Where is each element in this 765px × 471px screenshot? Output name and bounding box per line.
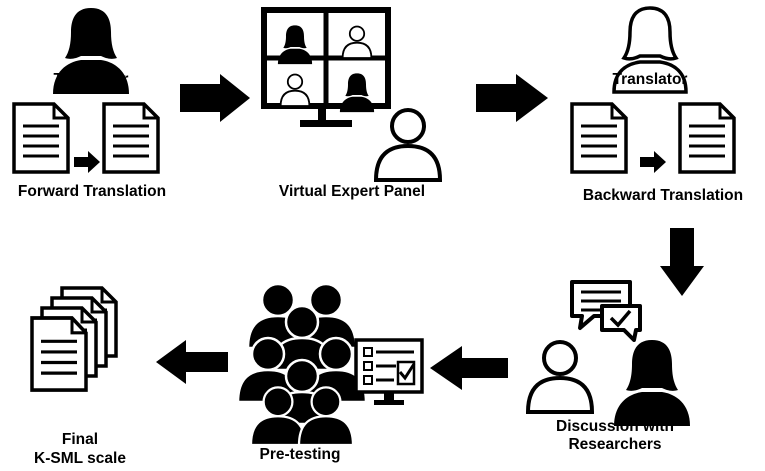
arrow-left-icon [430, 346, 508, 390]
document-stack-icon [30, 286, 118, 392]
document-icon [102, 102, 160, 174]
document-icon [678, 102, 736, 174]
virtual-expert-panel-label: Virtual Expert Panel [278, 183, 426, 200]
final-label-line1: Final [61, 431, 99, 448]
document-icon [12, 102, 70, 174]
pretesting-label: Pre-testing [259, 446, 341, 463]
small-arrow-right-icon [640, 151, 666, 173]
discussion-label-line2: Researchers [568, 436, 662, 453]
video-conference-monitor-icon [261, 7, 391, 127]
small-arrow-right-icon [74, 151, 100, 173]
chat-bubbles-icon [570, 280, 642, 342]
discussion-label-line1: Discussion with [556, 418, 674, 435]
final-label-line2: K-SML scale [34, 450, 126, 467]
translator-label: Translator [612, 71, 688, 88]
people-group-icon [236, 282, 368, 447]
document-icon [570, 102, 628, 174]
person-outline-icon [526, 340, 594, 414]
arrow-right-icon [476, 74, 548, 122]
forward-translation-label: Forward Translation [17, 183, 167, 200]
person-outline-icon [374, 108, 442, 182]
arrow-down-icon [660, 228, 704, 296]
survey-monitor-icon [354, 338, 424, 405]
female-person-icon [614, 340, 690, 426]
backward-translation-label: Backward Translation [582, 187, 744, 204]
translator-label: Translator [53, 71, 129, 88]
arrow-right-icon [180, 74, 250, 122]
arrow-left-icon [156, 340, 228, 384]
